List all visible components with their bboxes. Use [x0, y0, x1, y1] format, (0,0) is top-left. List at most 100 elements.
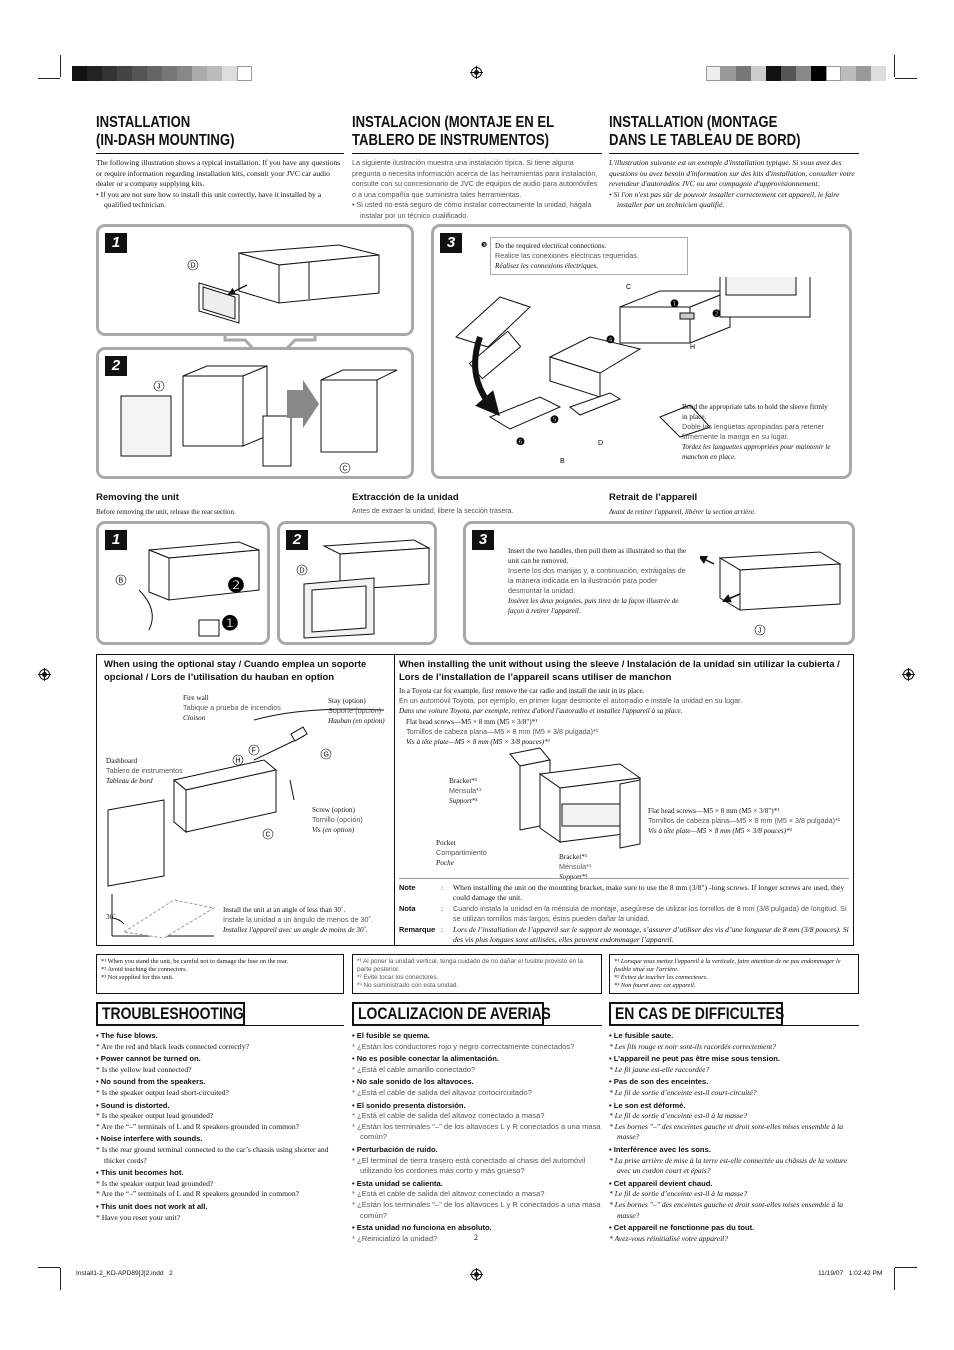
problem-text: • Noise interfere with sounds.: [96, 1134, 203, 1144]
registration-mark-icon: [470, 66, 483, 79]
remove-panel-3: 3 Insert the two handles, then pull them…: [463, 521, 855, 645]
sleeveless-title: When installing the unit without using t…: [399, 659, 840, 683]
svg-text:❷: ❷: [227, 575, 245, 597]
release-illustration: B ❷ ❶: [115, 541, 260, 637]
heading-rule-en: [96, 153, 344, 154]
crop-mark: [38, 1267, 60, 1268]
svg-text:G: G: [324, 752, 329, 759]
svg-text:J: J: [758, 628, 762, 635]
crop-mark: [894, 1268, 895, 1290]
slug-file: Install1-2_KD-APD89[J]2.indd 2: [76, 1270, 173, 1277]
removing-text-es: Antes de extraer la unidad, libere la se…: [352, 508, 514, 515]
troubleshooting-item: • Sound is distorted.* Is the speaker ou…: [96, 1101, 344, 1133]
step-number: 2: [286, 530, 308, 550]
notes-rule: [399, 878, 849, 879]
angle-label: 30˚: [106, 913, 116, 921]
troubleshooting-item: • This unit does not work at all.* Have …: [96, 1202, 344, 1223]
crop-mark: [60, 55, 61, 77]
remarque-label: Remarque: [399, 925, 436, 934]
svg-text:J: J: [157, 384, 161, 391]
solution-text: * Have you reset your unit?: [96, 1212, 181, 1222]
svg-text:H: H: [236, 758, 241, 765]
crop-mark: [38, 78, 60, 79]
troubleshooting-list-fr: • Le fusible saute.* Les fils rouge et n…: [609, 1031, 859, 1246]
crop-mark: [60, 1268, 61, 1290]
solution-text: * Are the red and black leads connected …: [96, 1041, 250, 1051]
intro-es: La siguiente ilustración muestra una ins…: [352, 158, 598, 220]
solution-text: * Le fil de sortie d’enceinte est-il à l…: [609, 1111, 748, 1121]
svg-text:❷: ❷: [712, 309, 721, 320]
step-number: 2: [105, 356, 127, 376]
troubleshooting-item: • This unit becomes hot.* Is the speaker…: [96, 1168, 344, 1200]
registration-mark-icon: [38, 668, 51, 681]
bend-tabs-illustration: J C: [120, 365, 398, 474]
problem-text: • El fusible se quema.: [352, 1031, 430, 1040]
troubleshooting-list-en: • The fuse blows.* Are the red and black…: [96, 1031, 344, 1225]
troubleshooting-title-es: LOCALIZACION DE AVERIAS: [352, 1002, 551, 1026]
solution-text: * Are the “–” terminals of L and R speak…: [96, 1189, 300, 1199]
footnotes-en: *¹ When you stand the unit, be careful n…: [96, 954, 344, 994]
step-number: 3: [440, 233, 462, 253]
svg-text:C: C: [343, 466, 348, 473]
solution-text: * ¿Está el cable de salida del altavoz c…: [352, 1111, 545, 1121]
removing-title-es: Extracción de la unidad: [352, 492, 459, 503]
screw-label: Screw (option)Tornillo (opción)Vis (en o…: [312, 806, 363, 834]
screws-label-right: Flat head screws—M5 × 8 mm (M5 × 3/8")*¹…: [648, 807, 841, 835]
sleeve-illustration: D: [187, 244, 380, 324]
solution-text: * Le fil jaune est-elle raccordée?: [609, 1064, 710, 1074]
solution-text: * ¿Reinicializó la unidad?: [352, 1233, 438, 1243]
troubleshooting-item: • Pas de son des enceintes.* Le fil de s…: [609, 1077, 859, 1098]
step-number: 3: [472, 530, 494, 550]
angle-illustration: [111, 894, 216, 939]
solution-text: * ¿Están los terminales "–" de los altav…: [352, 1121, 601, 1142]
solution-text: * Les fils rouge et noir sont-ils racord…: [609, 1041, 777, 1051]
solution-text: * La prise arrière de mise à la terre es…: [609, 1155, 848, 1176]
solution-text: * ¿Está el cable de salida del altavoz c…: [352, 1189, 545, 1199]
troubleshooting-item: • Esta unidad no funciona en absoluto.* …: [352, 1223, 602, 1244]
screws-label-top: Flat head screws—M5 × 8 mm (M5 × 3/8")*¹…: [406, 718, 599, 746]
problem-text: • El sonido presenta distorsión.: [352, 1100, 466, 1110]
problem-text: • This unit does not work at all.: [96, 1201, 208, 1211]
solution-text: * Are the “–” terminals of L and R speak…: [96, 1121, 300, 1131]
heading-rule-fr: [609, 153, 859, 154]
remove-panel-2: 2 D: [277, 521, 437, 645]
troubleshooting-item: • Interférence avec les sons.* La prise …: [609, 1145, 859, 1177]
svg-text:D: D: [598, 440, 603, 447]
solution-text: * Is the speaker output lead short-circu…: [96, 1087, 229, 1097]
solution-text: * Avez-vous réinitialisé votre appareil?: [609, 1233, 729, 1243]
solution-text: * ¿Está el cable de salida del altavoz c…: [352, 1087, 532, 1097]
handles-caption: Insert the two handles, then pull them a…: [508, 547, 687, 615]
install-panel-3: 3 ❸ Do the required electrical connectio…: [431, 224, 852, 479]
solution-text: * Les bornes "–" des enceintes gauche et…: [609, 1121, 844, 1142]
problem-text: • L’appareil ne peut pas être mise sous …: [609, 1054, 781, 1064]
svg-text:❶: ❶: [221, 613, 239, 635]
troubleshooting-item: • El sonido presenta distorsión.* ¿Está …: [352, 1101, 602, 1143]
heading-en: INSTALLATION(IN-DASH MOUNTING): [96, 114, 235, 149]
removing-text-en: Before removing the unit, release the re…: [96, 508, 236, 516]
problem-text: • Interférence avec les sons.: [609, 1144, 711, 1154]
problem-text: • This unit becomes hot.: [96, 1168, 184, 1178]
svg-text:H: H: [690, 344, 695, 351]
svg-text:B: B: [560, 458, 565, 465]
troubleshooting-item: • El fusible se quema.* ¿Están los condu…: [352, 1031, 602, 1052]
note-label: Note: [399, 883, 416, 892]
solution-text: * Is the speaker output lead grounded?: [96, 1178, 214, 1188]
troubleshooting-item: • L’appareil ne peut pas être mise sous …: [609, 1054, 859, 1075]
solution-text: * ¿Están los terminales "–" de los altav…: [352, 1199, 601, 1220]
problem-text: • Sound is distorted.: [96, 1100, 170, 1110]
problem-text: • Power cannot be turned on.: [96, 1054, 201, 1064]
solution-text: * ¿Están los conductores rojo y negro co…: [352, 1041, 575, 1051]
problem-text: • The fuse blows.: [96, 1031, 158, 1040]
stay-illustration: H F G C: [107, 708, 385, 887]
registration-mark-icon: [902, 668, 915, 681]
footnotes-fr: *¹ Lorsque vous mettez l'appareil à la v…: [609, 954, 859, 994]
heading-rule-es: [352, 153, 602, 154]
sleeveless-intro: In a Toyota car for example, first remov…: [399, 687, 743, 715]
troubleshooting-item: • Esta unidad se calienta.* ¿Está el cab…: [352, 1179, 602, 1221]
troubleshooting-item: • Noise interfere with sounds.* Is the r…: [96, 1134, 344, 1166]
